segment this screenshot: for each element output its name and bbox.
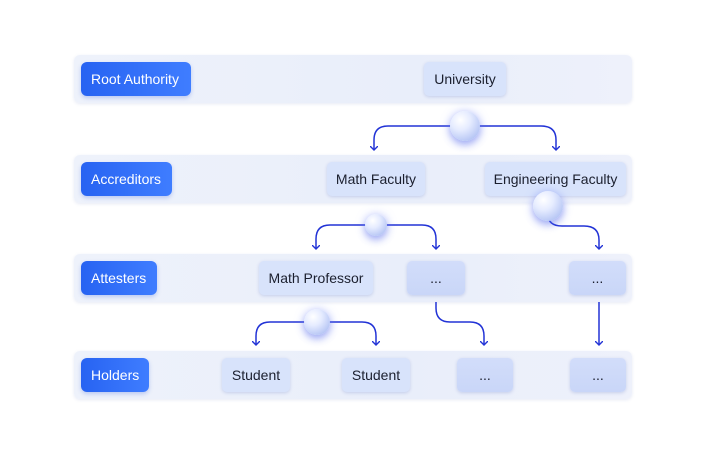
node-student-1: Student	[222, 358, 290, 392]
node-attester-more-1: ...	[407, 261, 465, 295]
junction-sphere-math-faculty	[365, 214, 387, 236]
node-engineering-faculty: Engineering Faculty	[485, 162, 626, 196]
node-math-professor: Math Professor	[259, 261, 373, 295]
tier-label-holders: Holders	[81, 358, 149, 392]
tier-label-accreditors: Accreditors	[81, 162, 172, 196]
tier-label-root-authority: Root Authority	[81, 62, 191, 96]
link-math-faculty-math-professor	[316, 224, 376, 249]
node-holder-more-1: ...	[457, 358, 513, 392]
junction-sphere-math-professor	[304, 309, 330, 335]
node-student-2: Student	[342, 358, 410, 392]
node-holder-more-2: ...	[570, 358, 626, 392]
link-math-professor-student-2	[317, 321, 376, 345]
link-attester-more-holder-more-1	[435, 302, 484, 345]
junction-sphere-university	[450, 111, 480, 141]
tier-label-attesters: Attesters	[81, 261, 157, 295]
junction-sphere-engineering-faculty	[533, 191, 563, 221]
link-university-math-faculty	[374, 125, 465, 150]
node-attester-more-2: ...	[569, 261, 626, 295]
node-university: University	[424, 62, 506, 96]
node-math-faculty: Math Faculty	[327, 162, 425, 196]
link-university-engineering-faculty	[465, 125, 556, 150]
link-math-faculty-attester-more	[376, 224, 436, 249]
link-math-professor-student-1	[256, 321, 317, 345]
